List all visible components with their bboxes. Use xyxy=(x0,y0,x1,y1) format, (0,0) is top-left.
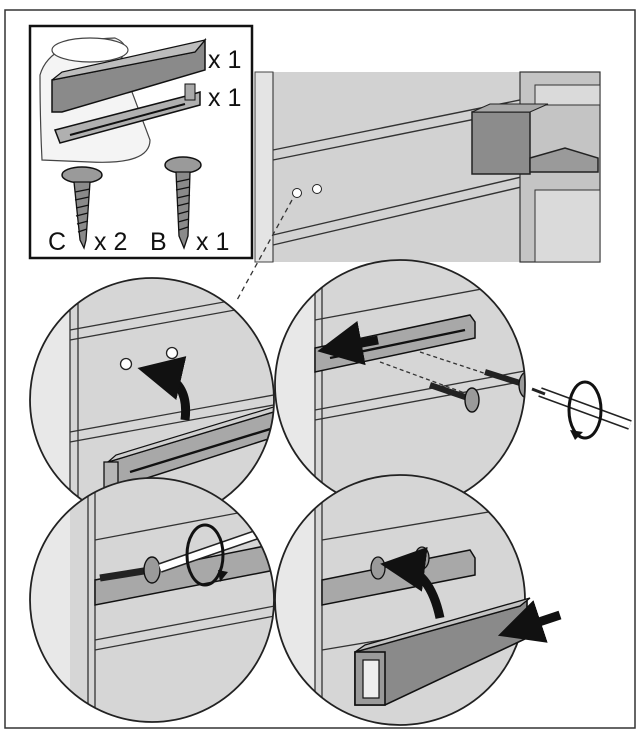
mount-hole xyxy=(312,184,322,194)
screw-c-letter: C xyxy=(48,228,66,256)
qty-label-screw-b: x 1 xyxy=(196,228,229,256)
cover-strip-part xyxy=(51,37,207,113)
screw-icon xyxy=(484,369,525,399)
rail xyxy=(103,401,274,491)
screw-b xyxy=(164,156,202,250)
rotation-icon xyxy=(185,523,228,587)
screwdriver-icon xyxy=(531,387,632,430)
screw-icon xyxy=(429,382,480,413)
qty-label-rail: x 1 xyxy=(208,84,241,112)
hinge-block xyxy=(471,111,531,175)
screw-b-letter: B xyxy=(150,228,167,256)
arrow-icon xyxy=(497,600,562,643)
rail-part xyxy=(53,83,201,144)
qty-label-screw-c: x 2 xyxy=(94,228,127,256)
qty-label-cover: x 1 xyxy=(208,46,241,74)
cover-strip xyxy=(354,597,531,706)
arrow-icon xyxy=(380,547,445,619)
step-3-circle xyxy=(29,477,275,723)
arrow-icon xyxy=(317,320,379,366)
cabinet-scene xyxy=(254,71,601,263)
screwdriver-icon xyxy=(158,525,272,573)
mount-hole xyxy=(292,188,302,198)
parts-box: x 1 x 1 C x 2 B x 1 xyxy=(28,24,254,260)
screw-icon xyxy=(99,556,161,584)
leader-line xyxy=(236,199,293,301)
rotation-icon xyxy=(567,380,603,440)
screw-c xyxy=(61,166,103,250)
arrow-icon xyxy=(137,356,191,421)
